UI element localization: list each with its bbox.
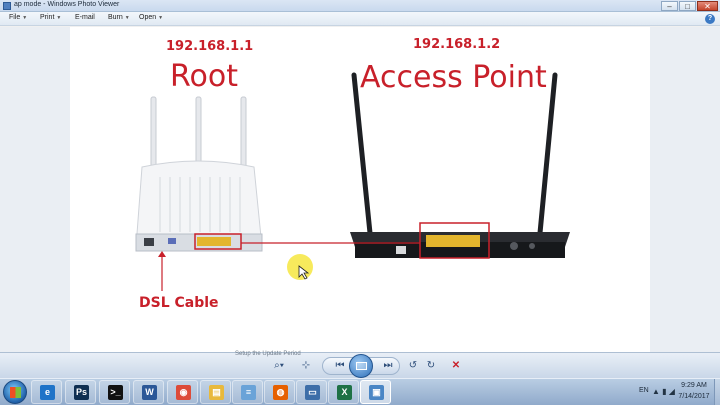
access-point-router	[350, 72, 570, 259]
taskbar: e Ps >_ W ◉ ▤ ≡ ◍ ▭ X ▣ EN ▲ ▮ ◢ 9:29 AM 7/14/2017	[0, 378, 720, 405]
access-point-title: Access Point	[360, 60, 547, 95]
taskbar-button-window[interactable]: ▭	[296, 380, 327, 404]
rotate-left-icon[interactable]: ↺	[408, 360, 418, 371]
ap-lan-ports	[426, 235, 480, 247]
windows-logo-icon	[10, 387, 21, 398]
chevron-down-icon: ▼	[22, 15, 28, 21]
delete-icon[interactable]: ✕	[451, 360, 461, 371]
menu-open[interactable]: Open▼	[139, 14, 163, 21]
ap-power-button	[529, 243, 535, 249]
taskbar-button-chrome[interactable]: ◉	[167, 380, 198, 404]
notepad-icon: ≡	[241, 385, 256, 400]
title-bar[interactable]: ap mode - Windows Photo Viewer – □ ✕	[0, 0, 720, 12]
chevron-down-icon: ▼	[124, 15, 130, 21]
root-title: Root	[170, 59, 238, 94]
taskbar-button-file-explorer[interactable]: ▤	[200, 380, 231, 404]
menu-print[interactable]: Print▼	[40, 14, 61, 21]
dsl-arrow-head	[158, 251, 166, 257]
slideshow-button[interactable]	[349, 354, 373, 378]
image-viewport: 192.168.1.1 Root 192.168.1.2 Access Poin…	[0, 27, 720, 352]
menu-email-label: E-mail	[75, 14, 95, 21]
photo-viewer-icon: ▣	[369, 385, 384, 400]
ap-wan-port	[396, 246, 406, 254]
chevron-down-icon: ▼	[56, 15, 62, 21]
taskbar-button-firefox[interactable]: ◍	[264, 380, 295, 404]
clock-date[interactable]: 7/14/2017	[678, 393, 710, 400]
help-icon[interactable]: ?	[705, 14, 715, 24]
taskbar-button-word[interactable]: W	[133, 380, 164, 404]
menu-bar: File▼ Print▼ E-mail Burn▼ Open▼ ?	[0, 12, 720, 26]
system-tray-icons[interactable]: ▲ ▮ ◢	[652, 387, 675, 396]
next-icon[interactable]: ⏭	[383, 360, 393, 371]
show-desktop-button[interactable]	[714, 379, 720, 405]
menu-file-label: File	[9, 14, 21, 21]
root-usb-port	[168, 238, 176, 244]
window-title: ap mode - Windows Photo Viewer	[14, 1, 120, 8]
menu-email[interactable]: E-mail	[75, 14, 95, 21]
language-indicator[interactable]: EN	[639, 387, 649, 394]
taskbar-button-command-prompt[interactable]: >_	[99, 380, 130, 404]
caption-strip: Setup the Update Period	[235, 351, 301, 357]
word-icon: W	[142, 385, 157, 400]
taskbar-button-photo-viewer[interactable]: ▣	[360, 380, 391, 404]
access-point-ip-label: 192.168.1.2	[413, 37, 501, 52]
actual-size-icon[interactable]: ⊹	[301, 360, 311, 371]
root-lan-ports-highlight	[194, 233, 242, 250]
taskbar-button-excel[interactable]: X	[328, 380, 359, 404]
router-photo-illustration	[135, 72, 570, 291]
photoshop-icon: Ps	[74, 385, 89, 400]
viewer-controls-bar: Setup the Update Period ⌕▾ ⊹ ⏮ ⏭ ↺ ↻ ✕	[0, 351, 720, 378]
minimize-button[interactable]: –	[661, 1, 678, 11]
close-button[interactable]: ✕	[697, 1, 718, 11]
firefox-icon: ◍	[273, 385, 288, 400]
displayed-photo: 192.168.1.1 Root 192.168.1.2 Access Poin…	[70, 27, 650, 352]
chrome-icon: ◉	[176, 385, 191, 400]
window-icon: ▭	[305, 385, 320, 400]
command-prompt-icon: >_	[108, 385, 123, 400]
menu-print-label: Print	[40, 14, 55, 21]
menu-burn-label: Burn	[108, 14, 123, 21]
ap-antenna-left	[351, 72, 373, 236]
taskbar-button-notepad[interactable]: ≡	[232, 380, 263, 404]
clock-time[interactable]: 9:29 AM	[681, 382, 707, 389]
ap-lan-ports-highlight	[419, 222, 490, 259]
ap-power-jack	[510, 242, 518, 250]
slideshow-icon	[356, 362, 367, 370]
menu-file[interactable]: File▼	[9, 14, 27, 21]
menu-burn[interactable]: Burn▼	[108, 14, 130, 21]
root-router-vents	[159, 177, 241, 232]
dsl-cable-label: DSL Cable	[139, 295, 219, 311]
excel-icon: X	[337, 385, 352, 400]
root-router	[135, 96, 263, 252]
maximize-button[interactable]: □	[679, 1, 696, 11]
chevron-down-icon: ▼	[158, 15, 164, 21]
zoom-icon[interactable]: ⌕▾	[274, 360, 284, 371]
start-button[interactable]	[3, 380, 27, 404]
rotate-right-icon[interactable]: ↻	[426, 360, 436, 371]
ap-antenna-right	[537, 72, 558, 236]
mouse-pointer-icon	[298, 265, 310, 280]
file-explorer-icon: ▤	[209, 385, 224, 400]
internet-explorer-icon: e	[40, 385, 55, 400]
photo-viewer-app-icon	[3, 2, 11, 10]
root-dsl-port	[144, 238, 154, 246]
previous-icon[interactable]: ⏮	[335, 360, 345, 371]
root-lan-ports	[197, 237, 231, 246]
menu-open-label: Open	[139, 14, 157, 21]
taskbar-button-internet-explorer[interactable]: e	[31, 380, 62, 404]
root-ip-label: 192.168.1.1	[166, 39, 254, 54]
taskbar-button-photoshop[interactable]: Ps	[65, 380, 96, 404]
